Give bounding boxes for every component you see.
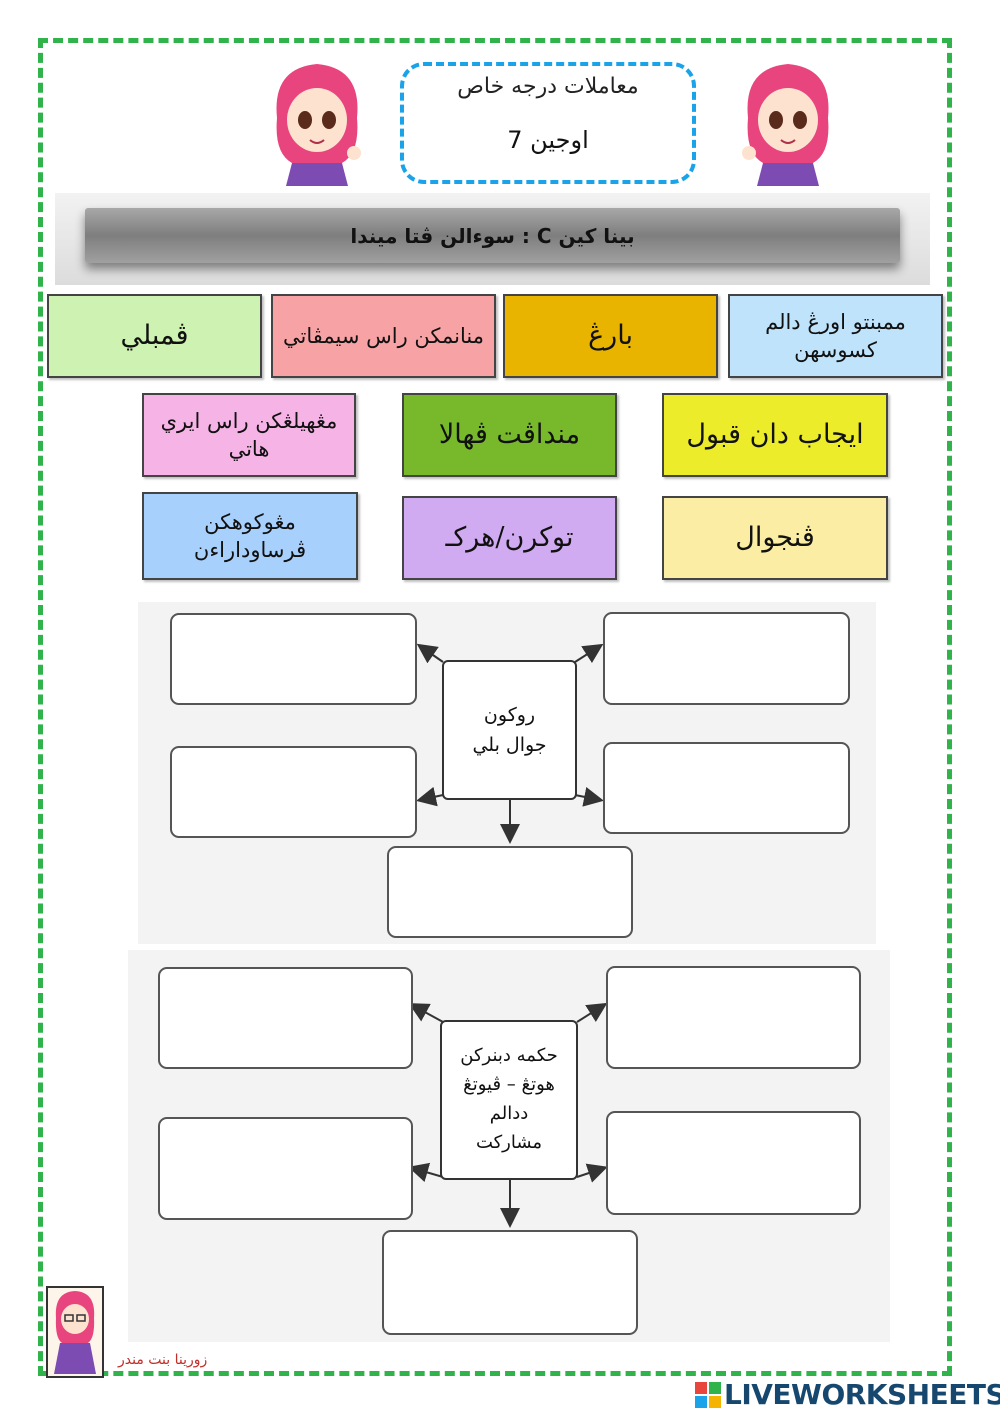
year-label: اوجين 7 — [507, 126, 589, 154]
answer-card-4[interactable]: ڤمبلي — [47, 294, 262, 378]
subject-title: معاملات درجه خاص — [457, 74, 639, 99]
answer-card-4-text: ڤمبلي — [120, 319, 189, 351]
diagram-1-answer-box-bottom-left[interactable] — [170, 746, 417, 838]
answer-card-1[interactable]: ممبنتو اورڠ دالم كسوسهن — [728, 294, 943, 378]
title-box: معاملات درجه خاص اوجين 7 — [400, 62, 696, 184]
diagram-1-answer-box-bottom[interactable] — [387, 846, 633, 938]
diagram-1-center-box: روكون جوال بلي — [442, 660, 577, 800]
diagram-1-answer-box-top-right[interactable] — [603, 612, 850, 705]
answer-card-1-text: ممبنتو اورڠ دالم كسوسهن — [765, 309, 906, 362]
diagram-2-answer-box-bottom[interactable] — [382, 1230, 638, 1335]
diagram-2-answer-box-top-left[interactable] — [158, 967, 413, 1069]
answer-card-8[interactable]: ڤنجوال — [662, 496, 888, 580]
answer-card-2[interactable]: بارڠ — [503, 294, 718, 378]
diagram-2-answer-box-top-right[interactable] — [606, 966, 861, 1069]
answer-card-9-text: توكرن/هركـ — [445, 521, 574, 553]
answer-card-6-text: منداڤت ڤهالا — [438, 418, 581, 450]
author-avatar — [46, 1286, 104, 1378]
answer-card-5[interactable]: ايجاب دان قبول — [662, 393, 888, 477]
answer-card-6[interactable]: منداڤت ڤهالا — [402, 393, 617, 477]
girl-illustration-left — [262, 58, 362, 188]
answer-card-7[interactable]: مڠهيلڠكن راس ايري هاتي — [142, 393, 356, 477]
girl-illustration-right — [733, 58, 833, 188]
liveworksheets-logo-icon — [695, 1382, 721, 1408]
liveworksheets-brand[interactable]: LIVEWORKSHEETS — [724, 1378, 1000, 1411]
diagram-2-answer-box-bottom-left[interactable] — [158, 1117, 413, 1220]
diagram-2-answer-box-bottom-right[interactable] — [606, 1111, 861, 1215]
answer-card-3-text: منانمكن راس سيمڤاتي — [283, 323, 484, 348]
answer-card-7-text: مڠهيلڠكن راس ايري هاتي — [160, 408, 338, 461]
author-credit: زورينا بنت مندر — [118, 1352, 208, 1368]
diagram-1-center-label: روكون جوال بلي — [472, 703, 547, 756]
diagram-2-center-label: حكمه دبنركن هوتڠ – ڤيوتڠ ددالم مشاركت — [460, 1045, 558, 1153]
answer-card-10-text: مڠوكوهكن ڤرساوداراءن — [193, 509, 307, 562]
diagram-2-center-box: حكمه دبنركن هوتڠ – ڤيوتڠ ددالم مشاركت — [440, 1020, 578, 1180]
answer-card-3[interactable]: منانمكن راس سيمڤاتي — [271, 294, 496, 378]
answer-card-2-text: بارڠ — [588, 319, 633, 351]
page-border — [38, 38, 952, 1376]
answer-card-5-text: ايجاب دان قبول — [686, 418, 864, 450]
answer-card-10[interactable]: مڠوكوهكن ڤرساوداراءن — [142, 492, 358, 580]
answer-card-8-text: ڤنجوال — [735, 521, 815, 553]
instruction-text: بينا كين C : سوءالن ڤتا ميندا — [350, 223, 635, 248]
answer-card-9[interactable]: توكرن/هركـ — [402, 496, 617, 580]
instruction-banner: بينا كين C : سوءالن ڤتا ميندا — [85, 208, 900, 263]
diagram-1-answer-box-bottom-right[interactable] — [603, 742, 850, 834]
diagram-1-answer-box-top-left[interactable] — [170, 613, 417, 705]
